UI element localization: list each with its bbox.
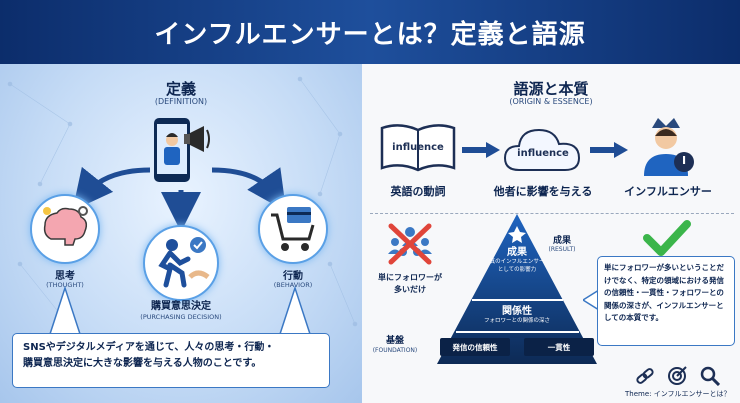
purchase-decision-sublabel: (PURCHASING DECISION): [140, 313, 222, 321]
definition-arrows: [72, 166, 287, 232]
footer-theme: Theme: インフルエンサーとは？: [625, 390, 731, 398]
definition-description-box: SNSやデジタルメディアを通じて、人々の思考・行動・ 購買意思決定に大きな影響を…: [12, 333, 330, 388]
behavior-circle: [258, 194, 328, 264]
info-box-pointer: [583, 290, 599, 310]
checkmark-icon: [643, 220, 691, 256]
step-verb-label: 英語の動詞: [390, 185, 446, 198]
pyramid-middle-title: 関係性: [502, 306, 532, 317]
brain-icon: [43, 206, 88, 246]
running-person-handshake-icon: [158, 237, 210, 288]
thought-sublabel: (THOUGHT): [46, 281, 84, 289]
definition-description-line2: 購買意思決定に大きな影響を与える人物のことです。: [23, 358, 262, 369]
essence-description-text: 単にフォロワーが多いということだけでなく、特定の領域における発信の信頼性・一貫性…: [604, 263, 724, 322]
pyramid-top-desc-line2: としての影響力: [497, 267, 537, 273]
book-word: influence: [392, 142, 444, 153]
cloud-word: influence: [517, 148, 569, 159]
pyramid-base-reliability: 発信の信頼性: [452, 343, 498, 352]
pyramid-middle-desc: フォロワーとの関係の深さ: [484, 318, 550, 324]
result-label: 成果: [552, 236, 571, 246]
section-divider: [370, 213, 734, 214]
origin-arrow-2: [590, 142, 628, 158]
pyramid-top-title: 成果: [507, 247, 527, 258]
page-title: インフルエンサーとは？定義と語源: [154, 19, 586, 50]
not-just-followers-text: 単にフォロワーが 多いだけ: [378, 273, 442, 294]
behavior-label: 行動: [283, 271, 303, 282]
link-icon: [636, 368, 654, 384]
page-header: インフルエンサーとは？定義と語源: [0, 0, 740, 64]
book-icon: [380, 122, 456, 174]
network-background: [7, 76, 358, 327]
callout-pointers: [48, 285, 312, 335]
purchase-decision-circle: [143, 225, 219, 301]
definition-description-line1: SNSやデジタルメディアを通じて、人々の思考・行動・: [23, 342, 275, 353]
step-influence-label: 他者に影響を与える: [493, 185, 593, 198]
behavior-sublabel: (BEHAVIOR): [273, 281, 313, 289]
pyramid-base-consistency: 一貫性: [547, 343, 571, 352]
crossed-followers-icon: [385, 222, 435, 266]
origin-arrow-1: [462, 142, 500, 158]
definition-title: 定義: [165, 80, 196, 98]
origin-subtitle: (ORIGIN & ESSENCE): [509, 97, 593, 106]
purchase-decision-label: 購買意思決定: [151, 301, 211, 312]
step-influencer-label: インフルエンサー: [624, 185, 712, 198]
result-sublabel: (RESULT): [548, 246, 576, 253]
essence-description-box: 単にフォロワーが多いということだけでなく、特定の領域における発信の信頼性・一貫性…: [597, 256, 735, 346]
smartphone-influencer-icon: [152, 116, 212, 188]
crowned-influencer-icon: I: [636, 114, 700, 178]
foundation-sublabel: (FOUNDATION): [372, 347, 418, 354]
target-icon: [668, 366, 687, 385]
foundation-label: 基盤: [385, 336, 404, 346]
thought-label: 思考: [55, 271, 75, 282]
cloud-icon: [503, 126, 583, 176]
shopping-cart-icon: [271, 207, 315, 251]
search-icon: [700, 366, 720, 386]
pyramid-top-desc-line1: 真のインフルエンサー: [489, 259, 545, 265]
thought-circle: [30, 194, 100, 264]
definition-subtitle: (DEFINITION): [154, 97, 208, 106]
origin-title: 語源と本質: [513, 80, 589, 98]
essence-pyramid: [437, 214, 597, 364]
influencer-badge: I: [681, 154, 687, 167]
